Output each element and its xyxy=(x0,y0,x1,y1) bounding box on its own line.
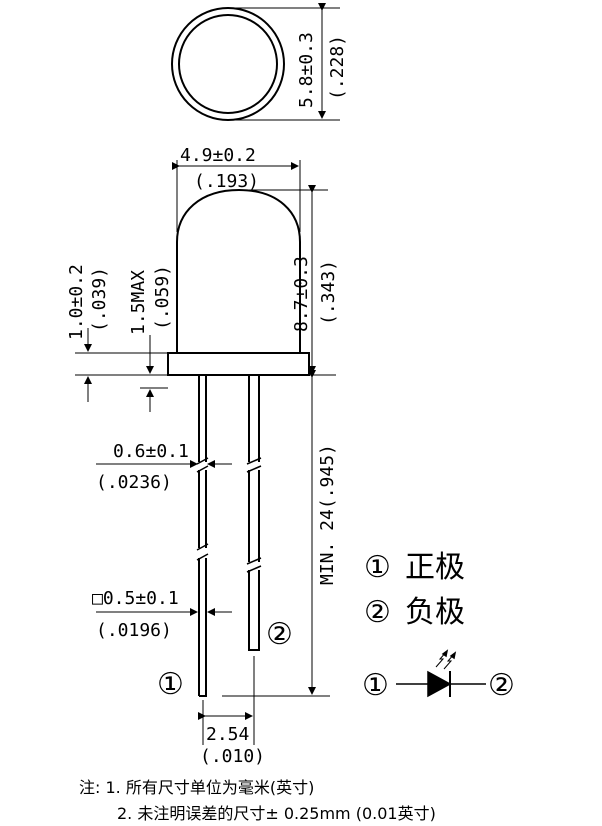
flange-label: 1.0±0.2 xyxy=(66,264,87,340)
body-height-label: 8.7±0.3 xyxy=(291,256,312,332)
led-icon xyxy=(396,649,486,698)
max-protrusion-inch-label: (.059) xyxy=(152,265,173,330)
cathode-marker: ② xyxy=(266,617,293,652)
lead-width-inch-label: (.0236) xyxy=(96,472,172,493)
top-view xyxy=(171,3,340,121)
diameter-inch-label: (.228) xyxy=(327,35,348,100)
body-height-inch-label: (.343) xyxy=(318,260,339,325)
lens-width-inch-label: (.193) xyxy=(194,171,259,192)
flange-inch-label: (.039) xyxy=(89,267,110,332)
flange-dim xyxy=(75,328,168,402)
legend: ① 正极 ② 负极 xyxy=(364,550,465,630)
led-body xyxy=(167,188,310,697)
anode-marker: ① xyxy=(157,667,184,702)
note-line-2: 2. 未注明误差的尺寸± 0.25mm (0.01英寸) xyxy=(117,804,436,823)
lead-breaks xyxy=(196,457,262,573)
legend-cathode-label: 负极 xyxy=(405,595,465,630)
legend-anode-label: 正极 xyxy=(405,550,465,585)
legend-anode-symbol: ① xyxy=(364,550,391,585)
lead-square-inch-label: (.0196) xyxy=(96,620,172,641)
lens-width-label: 4.9±0.2 xyxy=(180,145,256,166)
symbol-cathode: ② xyxy=(488,668,515,703)
lead-length-label: MIN. 24(.945) xyxy=(317,444,338,585)
pitch-label: 2.54 xyxy=(206,724,249,745)
symbol-anode: ① xyxy=(362,668,389,703)
pitch-inch-label: (.010) xyxy=(200,746,265,767)
lead-width-label: 0.6±0.1 xyxy=(113,441,189,462)
diameter-label: 5.8±0.3 xyxy=(296,32,317,108)
max-dim xyxy=(140,335,168,412)
lead-length-dim xyxy=(222,370,330,697)
legend-cathode-symbol: ② xyxy=(364,595,391,630)
lens-width-dim xyxy=(172,160,301,232)
note-line-1: 注: 1. 所有尺寸单位为毫米(英寸) xyxy=(79,778,314,797)
led-symbol: ① ② xyxy=(362,649,515,703)
pitch-dim xyxy=(198,656,255,745)
max-protrusion-label: 1.5MAX xyxy=(128,270,149,335)
lead-square-label: □0.5±0.1 xyxy=(92,588,179,609)
